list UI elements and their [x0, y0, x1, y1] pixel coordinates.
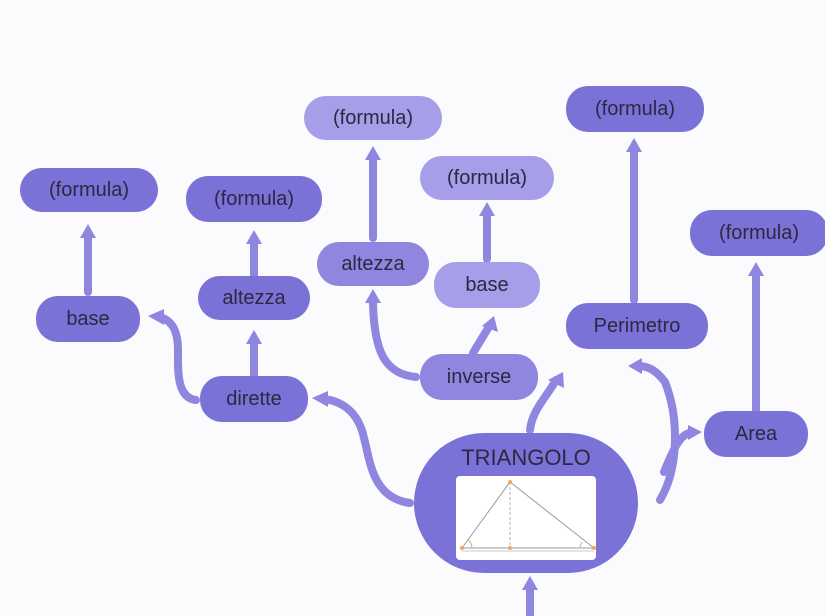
connector-center-dirette — [320, 395, 414, 507]
node-base-inverse[interactable]: base — [434, 262, 540, 308]
arrowhead — [548, 372, 564, 388]
node-formula-base-left[interactable]: (formula) — [20, 168, 158, 212]
node-formula-perimetro[interactable]: (formula) — [566, 86, 704, 132]
arrowhead — [246, 330, 262, 344]
node-altezza-dirette[interactable]: altezza — [198, 276, 310, 320]
arrowhead — [246, 230, 262, 244]
node-triangolo-title: TRIANGOLO — [461, 445, 591, 470]
arrowhead — [80, 224, 96, 238]
connector-center-inverse — [526, 376, 560, 434]
arrowhead — [312, 391, 328, 407]
arrowhead — [365, 146, 381, 160]
connector-center-perimetro — [634, 362, 679, 504]
arrowhead — [479, 202, 495, 216]
right-triangle-icon — [460, 480, 596, 552]
connector-dirette-base — [156, 313, 200, 404]
node-dirette[interactable]: dirette — [200, 376, 308, 422]
node-formula-base-inverse[interactable]: (formula) — [420, 156, 554, 200]
node-perimetro[interactable]: Perimetro — [566, 303, 708, 349]
arrowhead — [628, 358, 642, 374]
node-altezza-inverse[interactable]: altezza — [317, 242, 429, 286]
arrowhead — [482, 316, 498, 332]
connector-inverse-base — [469, 321, 494, 357]
arrowhead — [365, 289, 381, 303]
node-formula-altezza-dirette[interactable]: (formula) — [186, 176, 322, 222]
arrowhead — [688, 425, 702, 440]
arrowhead — [148, 309, 164, 325]
arrowhead — [522, 576, 538, 590]
arrowhead — [626, 138, 642, 152]
node-area[interactable]: Area — [704, 411, 808, 457]
connector-inverse-altezza — [369, 298, 420, 381]
arrowhead — [748, 262, 764, 276]
connector-center-area — [660, 429, 694, 476]
node-formula-altezza-inverse[interactable]: (formula) — [304, 96, 442, 140]
node-base-left[interactable]: base — [36, 296, 140, 342]
node-inverse[interactable]: inverse — [420, 354, 538, 400]
node-triangolo[interactable]: TRIANGOLO — [414, 433, 638, 573]
triangle-figure — [456, 476, 596, 560]
node-formula-area[interactable]: (formula) — [690, 210, 825, 256]
